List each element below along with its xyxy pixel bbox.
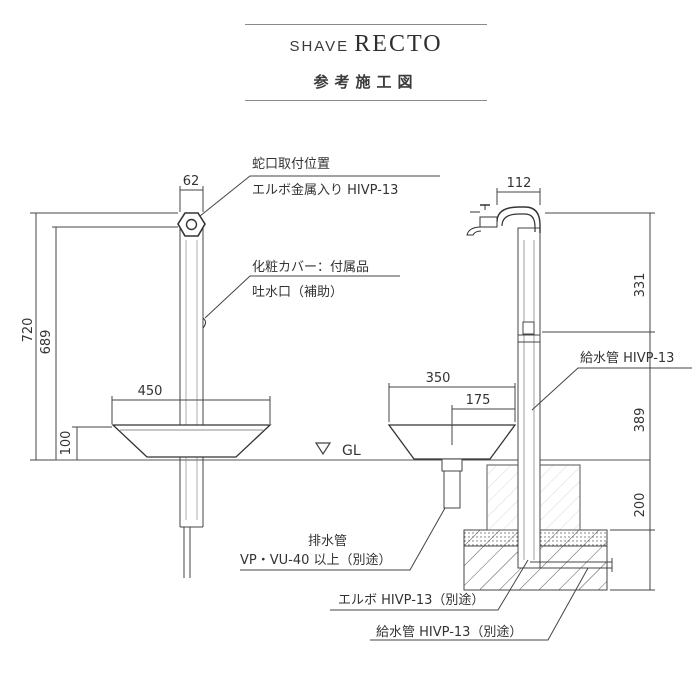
callout-spout: 吐水口（補助） [252, 285, 343, 300]
callout-supply-pipe-right: 給水管 HIVP-13 [580, 351, 674, 366]
brand-prefix: SHAVE [289, 38, 350, 55]
left-callout-lines [199, 175, 440, 319]
dim-right-bowl-half: 175 [466, 393, 491, 408]
dim-left-bowl-height: 100 [59, 431, 74, 456]
header-bottom-rule [245, 100, 487, 101]
left-bowl [111, 424, 272, 458]
faucet-fitting [177, 212, 206, 237]
drawing-subtitle: 参考施工図 [313, 73, 419, 91]
ground-label: GL [342, 443, 361, 459]
left-view [30, 186, 272, 578]
callout-drain-pipe: 排水管 [308, 534, 347, 549]
callout-elbow-bottom: エルボ HIVP-13（別途） [338, 592, 484, 608]
ground-marker: GL [314, 442, 361, 459]
header-top-rule [245, 24, 487, 25]
dim-right-pipe-width: 112 [507, 176, 532, 191]
top-elbow [496, 206, 541, 233]
callout-drain-spec: VP・VU-40 以上（別途） [240, 552, 392, 568]
product-title: SHAVE RECTO [245, 31, 487, 58]
dim-left-pipe-width: 62 [183, 174, 200, 189]
right-callout-lines [240, 367, 692, 641]
dim-right-middle: 389 [633, 408, 648, 433]
dim-left-faucet-height: 689 [39, 330, 54, 355]
faucet [466, 204, 498, 236]
right-view [387, 188, 655, 591]
dim-right-bowl-width: 350 [426, 371, 451, 386]
brand-name: RECTO [354, 31, 443, 57]
callout-elbow-metal: エルボ金属入り HIVP-13 [252, 182, 398, 198]
dim-right-upper: 331 [633, 273, 648, 298]
callout-cover: 化粧カバー：付属品 [252, 260, 369, 275]
spout [202, 317, 206, 329]
dim-right-foundation: 200 [633, 493, 648, 518]
callout-supply-pipe-bottom: 給水管 HIVP-13（別途） [376, 624, 522, 640]
dim-left-bowl-width: 450 [138, 384, 163, 399]
dim-left-total-height: 720 [21, 318, 36, 343]
callout-faucet-position: 蛇口取付位置 [252, 157, 330, 172]
